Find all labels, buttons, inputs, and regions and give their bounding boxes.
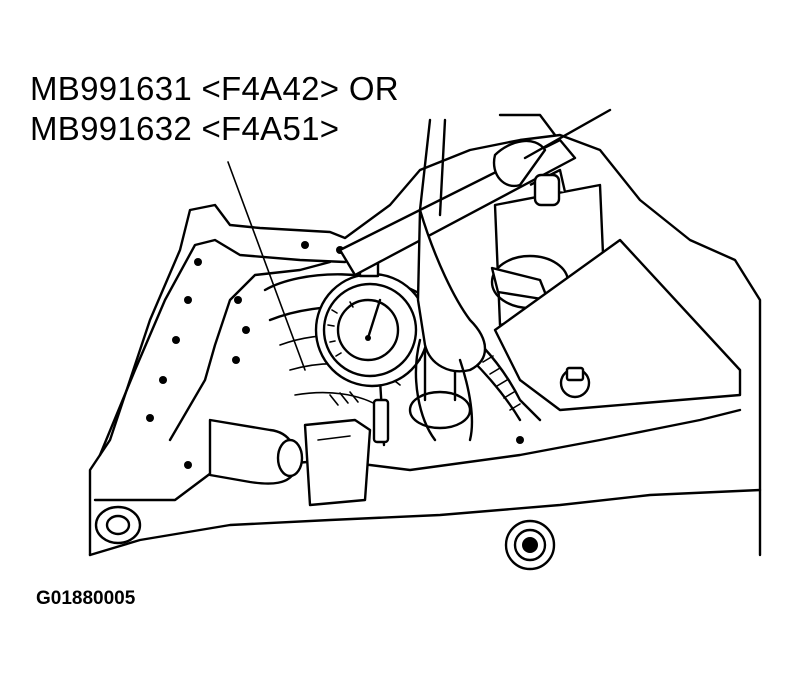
case-deck xyxy=(93,408,742,502)
arm-clamp xyxy=(492,139,547,188)
threaded-hole xyxy=(504,519,556,571)
case-inner-wall xyxy=(168,260,332,442)
case-deck-lower xyxy=(88,488,762,557)
hand xyxy=(416,208,487,373)
callout-tool-number-1: MB991631 <F4A42> OR xyxy=(30,70,399,107)
case-outline xyxy=(88,133,762,557)
flange-bolt-holes xyxy=(146,241,524,469)
figure-id: G01880005 xyxy=(36,588,136,609)
gauge-bracket xyxy=(493,238,742,412)
callout-tool-number-2: MB991632 <F4A51> xyxy=(30,110,340,147)
case-boss-left xyxy=(94,505,142,545)
special-tool-plate xyxy=(303,418,372,507)
dial-indicator xyxy=(314,260,430,388)
shaft-bore xyxy=(408,390,472,430)
leader-line xyxy=(227,161,306,371)
support-rod xyxy=(418,118,447,217)
